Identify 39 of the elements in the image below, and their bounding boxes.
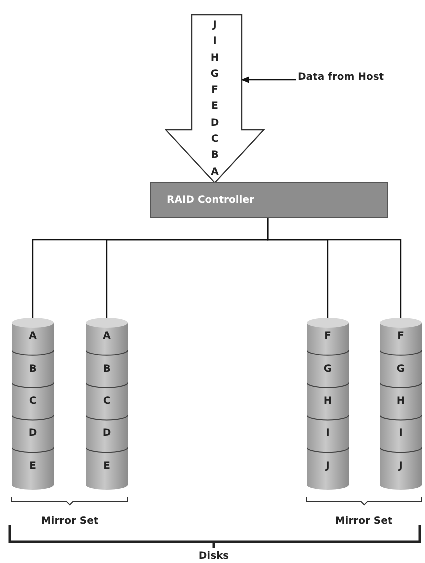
data-block-letter: B [211,149,219,164]
disk-block-label: J [324,460,331,473]
connector-line [267,218,402,318]
disk-block-label: E [28,460,38,473]
disk-block-label: I [325,428,331,440]
disk-block-label: B [28,364,38,376]
disk-block-label: D [28,428,38,440]
disk-block-label: H [322,396,334,408]
set-label: Mirror Set [335,516,393,527]
block-arrow [165,14,265,184]
data-block-letter: G [210,68,220,82]
disk-block-label: H [396,396,406,408]
disk-block-label: C [102,396,112,408]
disk-block-label: E [102,460,112,473]
disk-block-label: A [102,331,112,344]
data-block-letter: D [210,116,220,131]
disk-block-label: A [28,331,38,344]
disk-block-label: D [102,428,112,440]
disk-block-label: J [398,460,404,473]
disk-block-label: I [398,428,404,440]
data-block-letter: F [212,84,218,98]
disk-block-label: G [396,364,406,376]
disk-block-label: F [324,331,332,344]
data-block-letter: C [211,133,219,148]
data-block-letter: E [212,100,218,114]
disk-block-label: F [396,331,406,344]
set-label: Mirror Set [41,516,99,527]
disk-block-label: B [102,364,112,376]
data-block-letter: J [213,19,217,33]
disk-block-label: C [28,396,38,408]
disk-block-label: G [322,364,334,376]
source-label: Data from Host [298,72,384,83]
controller-box [150,182,388,218]
arrow [241,76,296,84]
group-label: Disks [198,551,230,562]
data-block-letter: H [210,52,220,66]
data-block-letter: I [213,35,217,50]
data-block-letter: A [211,166,219,180]
controller-label: RAID Controller [167,194,254,206]
